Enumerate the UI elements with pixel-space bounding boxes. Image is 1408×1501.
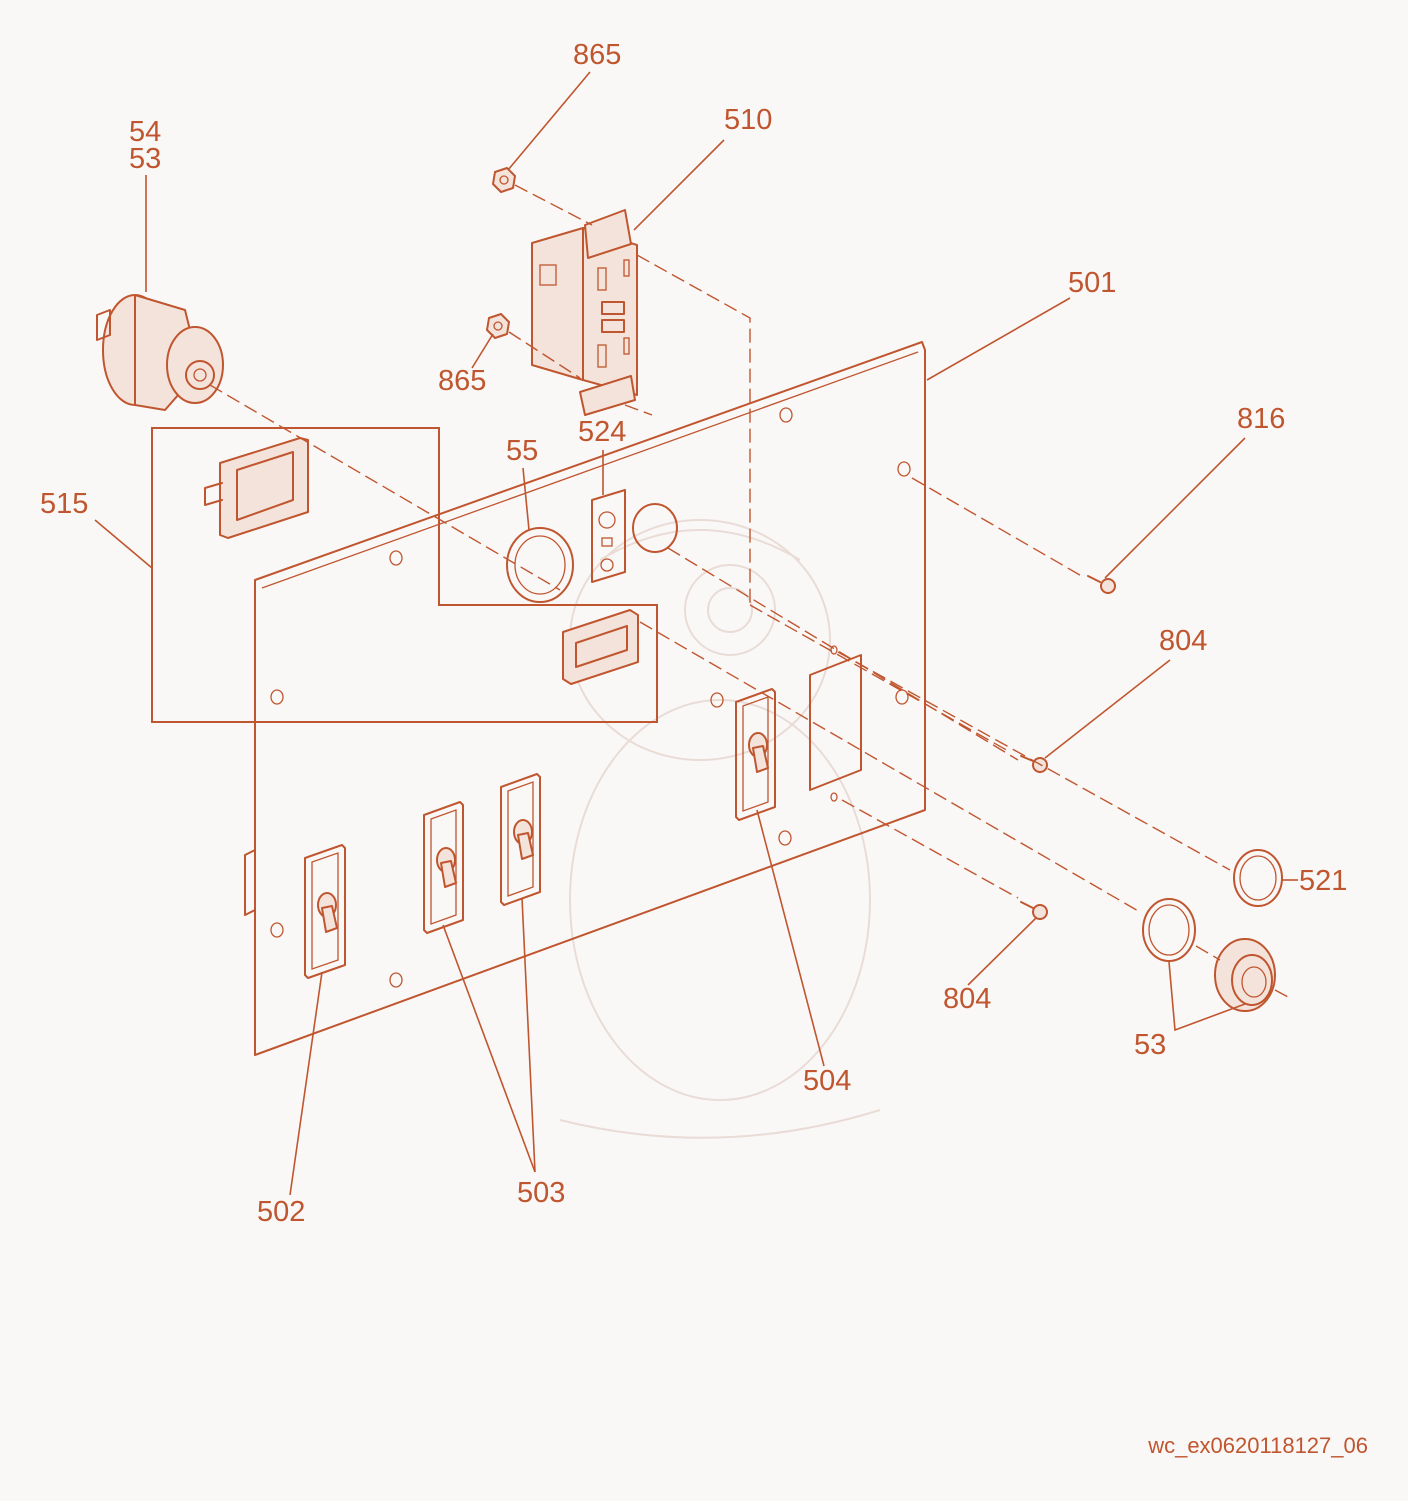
toggle-switch-504 bbox=[735, 688, 776, 821]
label-ring-55 bbox=[506, 527, 574, 603]
document-id: wc_ex0620118127_06 bbox=[1147, 1433, 1368, 1458]
key-switch-54 bbox=[96, 294, 224, 411]
retaining-nut-53 bbox=[1214, 938, 1276, 1012]
callout-504: 504 bbox=[803, 1065, 851, 1097]
toggle-switch-503a bbox=[423, 801, 464, 934]
screw-804-upper bbox=[1020, 755, 1048, 773]
main-panel-501 bbox=[244, 341, 926, 1056]
callout-53-bottom: 53 bbox=[1134, 1029, 1166, 1061]
callout-515: 515 bbox=[40, 488, 88, 520]
callout-55: 55 bbox=[506, 435, 538, 467]
assembly-lines bbox=[209, 184, 1289, 998]
callout-510: 510 bbox=[724, 104, 772, 136]
nut-865-mid bbox=[486, 313, 510, 339]
callout-502: 502 bbox=[257, 1196, 305, 1228]
receptacle-510 bbox=[531, 209, 638, 416]
screw-804-lower bbox=[1020, 901, 1048, 920]
seal-ring-53 bbox=[1142, 898, 1196, 962]
callout-804-lower: 804 bbox=[943, 983, 991, 1015]
callout-524: 524 bbox=[578, 416, 626, 448]
indicator-plate-524 bbox=[591, 489, 626, 583]
callout-865-mid: 865 bbox=[438, 365, 486, 397]
callout-54: 54 bbox=[129, 116, 161, 148]
callout-816: 816 bbox=[1237, 403, 1285, 435]
callout-804-upper: 804 bbox=[1159, 625, 1207, 657]
callout-503: 503 bbox=[517, 1177, 565, 1209]
toggle-switch-502 bbox=[304, 844, 346, 979]
callout-865-top: 865 bbox=[573, 39, 621, 71]
callout-501: 501 bbox=[1068, 267, 1116, 299]
callout-53-top: 53 bbox=[129, 143, 161, 175]
watermark-sketch bbox=[559, 519, 881, 1139]
nut-865-top bbox=[492, 167, 516, 193]
leader-lines bbox=[94, 71, 1298, 1196]
callout-521: 521 bbox=[1299, 865, 1347, 897]
washer-521 bbox=[1233, 849, 1283, 907]
callout-labels: 865 510 54 53 501 865 816 524 55 515 804… bbox=[40, 39, 1347, 1228]
frame-515 bbox=[151, 427, 658, 723]
screw-816 bbox=[1087, 575, 1116, 594]
toggle-switch-503b bbox=[500, 773, 541, 906]
